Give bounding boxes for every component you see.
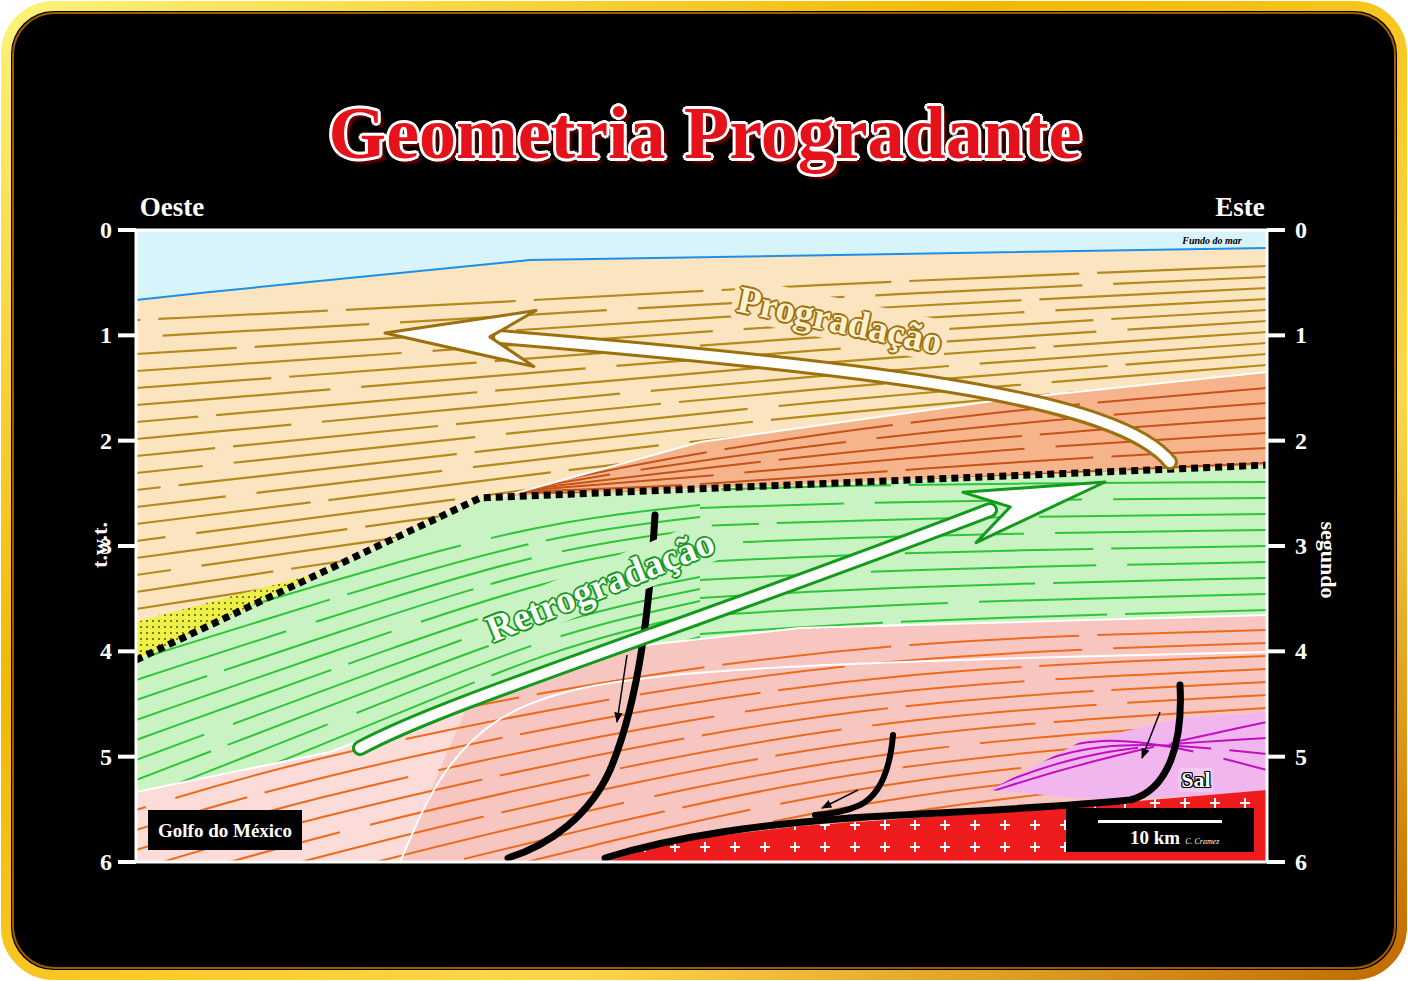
axis-tick	[118, 439, 136, 443]
frame	[6, 6, 1402, 975]
axis-tick	[118, 649, 136, 653]
axis-number: 0	[1295, 218, 1307, 242]
arrow-shaft-outline	[360, 510, 990, 748]
axis-tick	[1267, 333, 1285, 337]
axis-title: t.w.t.	[89, 522, 111, 568]
unit-boundary	[136, 615, 1267, 792]
reflector	[700, 546, 1267, 562]
axis-tick	[1267, 649, 1285, 653]
direction-label: Oeste	[140, 194, 204, 221]
scale-bar	[1098, 820, 1222, 823]
axis-tick	[1267, 544, 1285, 548]
axis-tick	[1267, 228, 1285, 232]
axis-number: 1	[1295, 323, 1307, 347]
axis-title: segundo	[1317, 521, 1339, 598]
scale-box: 10 km C. Cramez	[1066, 808, 1254, 852]
axis-tick	[118, 544, 136, 548]
axis-number: 2	[1295, 429, 1307, 453]
reflector	[990, 741, 1267, 780]
axis-number: 6	[100, 850, 112, 874]
direction-label: Este	[1215, 194, 1265, 221]
fault	[815, 735, 893, 815]
slip-arrow	[617, 655, 627, 722]
slip-arrow	[822, 790, 858, 808]
arrow-shaft	[500, 337, 1170, 462]
region-box: Golfo do México	[148, 810, 302, 850]
arrow-shaft	[360, 510, 990, 748]
prograding-unit	[136, 248, 1267, 660]
reflector	[136, 497, 1267, 677]
unit-boundary	[505, 372, 1267, 496]
diagram-title: Geometria Progradante	[329, 96, 1082, 170]
sea-floor	[136, 248, 1267, 300]
sea-floor-label: Fundo do mar	[1180, 235, 1243, 247]
axis-tick	[118, 755, 136, 759]
reflector	[136, 486, 1267, 660]
axis-tick	[1267, 755, 1285, 759]
orange-wedge	[505, 372, 1267, 496]
water	[136, 230, 1267, 300]
axis-number: 4	[1295, 639, 1307, 663]
unit-label: Sal	[1178, 768, 1213, 792]
reflector	[990, 745, 1267, 784]
arrow-head	[963, 482, 1105, 543]
section	[118, 230, 1285, 981]
reflector	[136, 601, 700, 800]
salt	[605, 790, 1267, 862]
reflector	[136, 625, 700, 840]
axis-number: 1	[100, 323, 112, 347]
arrow-label: Progradação	[729, 277, 951, 363]
reflector	[990, 738, 1267, 788]
purple-unit	[990, 712, 1267, 800]
axis-number: 2	[100, 429, 112, 453]
axis-tick	[118, 333, 136, 337]
slip-arrow	[1142, 712, 1160, 758]
plot-border	[136, 230, 1267, 862]
plot-ground	[136, 230, 1267, 862]
frame-inner	[13, 13, 1395, 968]
reflector	[700, 562, 1267, 580]
box-text: 10 km	[1130, 827, 1180, 848]
box-text: Golfo do México	[158, 820, 292, 841]
axis-number: 0	[100, 218, 112, 242]
axis-number: 3	[1295, 534, 1307, 558]
axis-tick	[1267, 439, 1285, 443]
reflector	[990, 722, 1267, 792]
axis-tick	[118, 860, 136, 864]
credit-text: C. Cramez	[1185, 837, 1219, 846]
axis-number: 5	[100, 745, 112, 769]
arrow-head	[385, 311, 536, 367]
reflector	[136, 277, 1267, 337]
axis-tick	[1267, 860, 1285, 864]
axis-tick	[118, 228, 136, 232]
axis-number: 5	[1295, 745, 1307, 769]
arrow-label: Retrogradação	[475, 518, 724, 651]
axis-number: 6	[1295, 850, 1307, 874]
arrow-shaft-outline	[500, 337, 1170, 462]
unconformity	[136, 465, 1267, 660]
axis-number: 4	[100, 639, 112, 663]
